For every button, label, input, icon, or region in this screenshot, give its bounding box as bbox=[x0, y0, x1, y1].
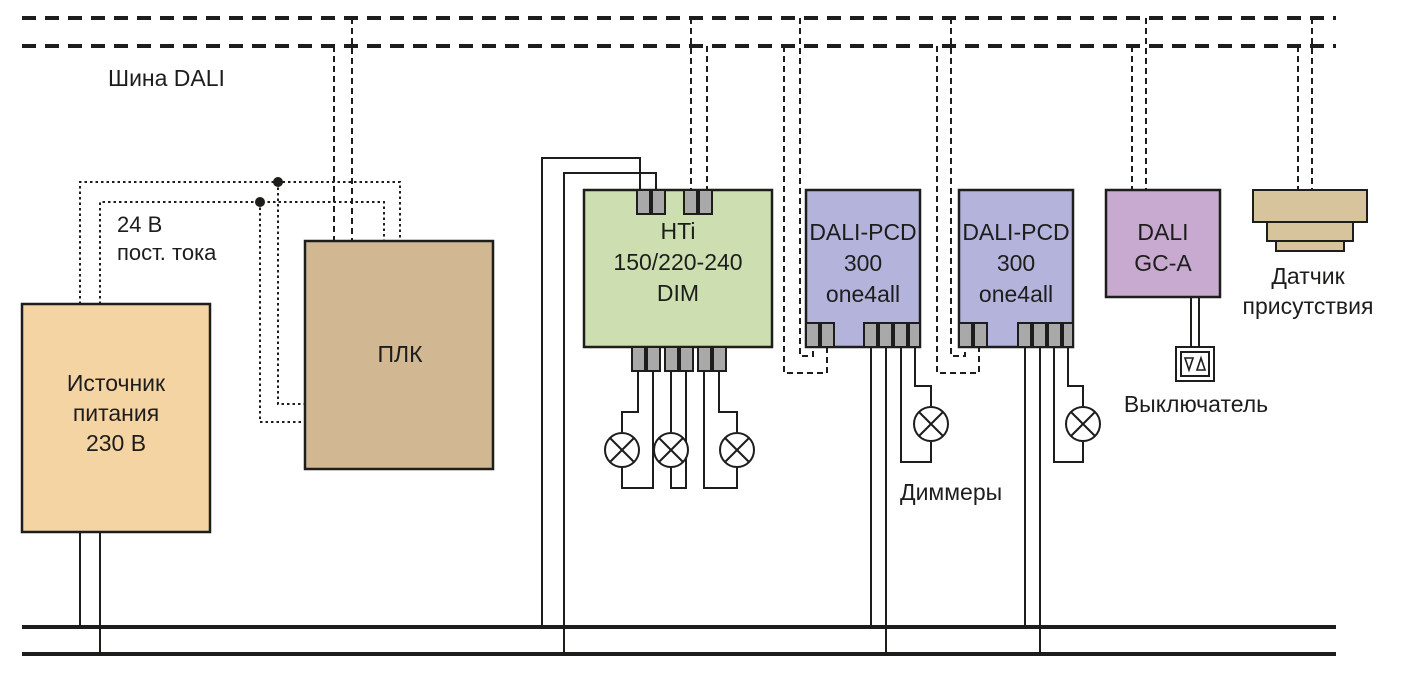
power-source-label-2: питания bbox=[73, 400, 159, 426]
pcd1-box bbox=[804, 188, 922, 349]
hti-label-3: DIM bbox=[657, 280, 699, 306]
pcd2-label-1: DALI-PCD bbox=[962, 219, 1069, 245]
power-source-label-1: Источник bbox=[67, 370, 166, 396]
pcd2-bus-wires bbox=[936, 18, 980, 374]
lamp-icon bbox=[604, 432, 640, 468]
sensor-label-1: Датчик bbox=[1271, 263, 1345, 289]
pcd2-label-2: 300 bbox=[997, 250, 1035, 276]
plc-label: ПЛК bbox=[377, 341, 423, 367]
lamp-icon bbox=[653, 432, 689, 468]
sensor-label-2: присутствия bbox=[1243, 293, 1374, 319]
pcd2-box bbox=[957, 188, 1075, 349]
pcd1-terminals bbox=[805, 322, 921, 348]
pcd1-label-1: DALI-PCD bbox=[809, 219, 916, 245]
lamp-icon bbox=[913, 406, 949, 442]
junction-dot bbox=[273, 177, 283, 187]
gc-label-2: GC-A bbox=[1134, 250, 1192, 276]
supply-voltage-label-2: пост. тока bbox=[117, 240, 217, 265]
gc-switch-wires bbox=[1190, 297, 1200, 347]
lamp-icon bbox=[719, 432, 755, 468]
hti-top-terminals bbox=[636, 189, 713, 215]
switch-label: Выключатель bbox=[1124, 391, 1268, 417]
hti-bottom-terminals bbox=[631, 346, 727, 372]
power-source-mains-wires bbox=[79, 532, 101, 654]
sensor-bus-wires bbox=[1297, 18, 1313, 190]
hti-box bbox=[582, 188, 774, 349]
hti-lamp-wires bbox=[621, 371, 738, 489]
dali-bus bbox=[22, 16, 1336, 48]
hti-mains-wires bbox=[541, 157, 657, 654]
hti-label-2: 150/220-240 bbox=[613, 249, 742, 275]
pcd2-label-3: one4all bbox=[979, 281, 1053, 307]
power-source-box bbox=[20, 302, 212, 534]
junction-dot bbox=[255, 197, 265, 207]
dimmers-label: Диммеры bbox=[900, 479, 1002, 505]
plc-box bbox=[303, 239, 495, 471]
hti-bus-wires bbox=[690, 18, 708, 190]
pcd2-wires bbox=[1024, 347, 1084, 654]
gc-label-1: DALI bbox=[1137, 219, 1188, 245]
lamp-icon bbox=[1065, 406, 1101, 442]
presence-sensor-icon bbox=[1252, 189, 1368, 252]
switch-icon bbox=[1175, 346, 1215, 382]
gc-box bbox=[1104, 188, 1222, 299]
pcd1-wires bbox=[870, 347, 932, 654]
power-source-label-3: 230 В bbox=[86, 430, 146, 456]
mains-rails bbox=[22, 625, 1336, 656]
pcd2-terminals bbox=[958, 322, 1074, 348]
bus-label: Шина DALI bbox=[108, 65, 225, 91]
pcd1-bus-wires bbox=[783, 18, 828, 374]
pcd1-label-3: one4all bbox=[826, 281, 900, 307]
plc-bus-wires bbox=[333, 18, 353, 241]
supply-voltage-label-1: 24 В bbox=[117, 212, 162, 237]
gc-bus-wires bbox=[1131, 18, 1147, 190]
dc-supply-wires bbox=[79, 181, 401, 423]
pcd1-label-2: 300 bbox=[844, 250, 882, 276]
hti-label-1: HTi bbox=[661, 218, 696, 244]
